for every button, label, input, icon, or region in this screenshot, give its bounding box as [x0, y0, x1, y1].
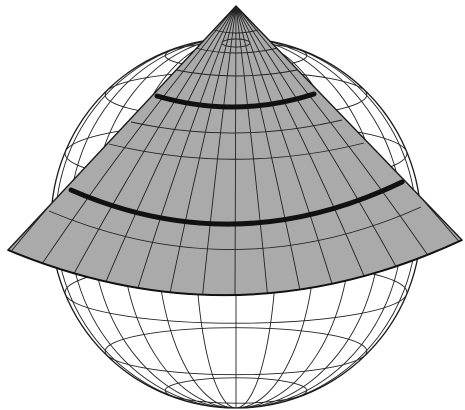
secant-conic-projection-diagram: [0, 0, 465, 410]
